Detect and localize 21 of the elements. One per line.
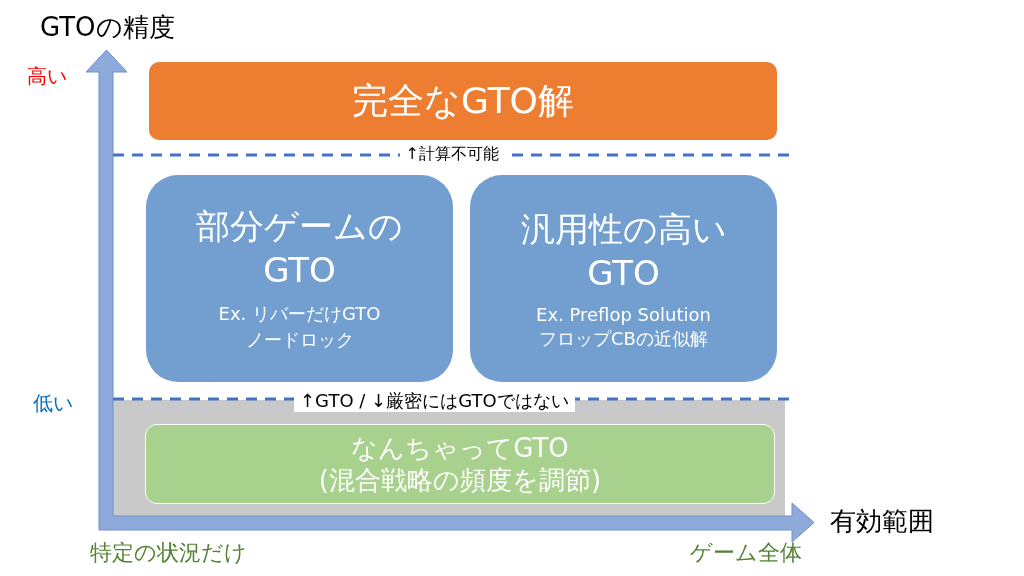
category-panel (145, 424, 775, 504)
heading-text: なんちゃってGTO (351, 431, 569, 464)
axis-level-label: 高い (27, 64, 67, 88)
example-text: ノードロック (245, 327, 354, 352)
category-panel (149, 62, 777, 140)
category-panel (146, 175, 453, 382)
divider-label: ↑GTO / ↓厳密にはGTOではない (294, 390, 575, 412)
heading-text: 部分ゲームのGTO (195, 205, 404, 293)
axis-title: GTOの精度 (40, 12, 175, 44)
category-panel (470, 175, 777, 382)
example-text: Ex. Preflop Solution (536, 303, 711, 327)
heading-text: 完全なGTO解 (352, 79, 574, 123)
axis-level-label: 低い (33, 391, 73, 415)
axis-range-label: ゲーム全体 (690, 540, 802, 567)
divider-label: ↑計算不可能 (399, 144, 505, 164)
subheading-text: (混合戦略の頻度を調節) (318, 464, 602, 497)
heading-text: 汎用性の高いGTO (519, 207, 728, 296)
example-text: フロップCBの近似解 (539, 326, 708, 351)
axis-title: 有効範囲 (830, 506, 934, 538)
example-text: Ex. リバーだけGTO (218, 301, 381, 326)
axis-range-label: 特定の状況だけ (90, 540, 247, 567)
